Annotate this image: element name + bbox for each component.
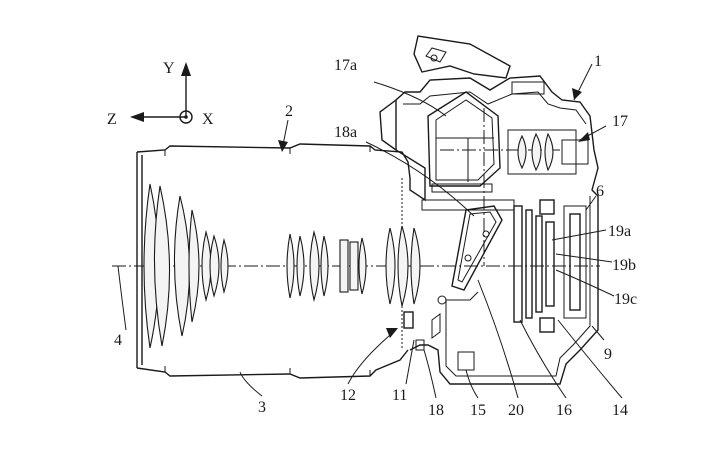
rear-lens-group	[386, 226, 420, 306]
battery-component	[458, 352, 474, 370]
label-4: 4	[114, 332, 122, 349]
lens-element	[174, 196, 189, 336]
eyepiece-lens	[545, 134, 553, 170]
label-3: 3	[258, 399, 266, 416]
lens-element	[154, 186, 169, 346]
x-axis-label: X	[202, 111, 214, 128]
lens-element	[297, 236, 304, 296]
shutter-unit	[514, 206, 522, 322]
lens-contact-block	[404, 312, 413, 328]
arrowhead-2	[278, 140, 288, 152]
main-circuit-board	[570, 214, 580, 310]
lens-element	[321, 236, 328, 296]
label-19b: 19b	[612, 257, 636, 274]
sensor-cover-glass	[526, 210, 532, 318]
lens-element	[386, 228, 395, 304]
leader-3	[240, 372, 262, 396]
y-arrowhead	[181, 62, 191, 76]
lens-element	[221, 240, 228, 292]
pentaprism	[428, 92, 500, 186]
leader-19c	[556, 270, 614, 296]
lens-element	[411, 228, 420, 304]
eyepiece-lens	[518, 136, 526, 168]
label-18: 18	[428, 402, 444, 419]
leader-11	[406, 340, 414, 384]
leader-14	[558, 320, 622, 398]
body-inner-outline	[446, 196, 590, 376]
label-17a: 17a	[334, 57, 357, 74]
barrel-bottom-outline	[137, 350, 408, 378]
label-1: 1	[594, 53, 602, 70]
sensor-filter	[536, 216, 542, 312]
leader-18	[424, 350, 436, 398]
top-dial	[512, 82, 544, 94]
lens-element	[350, 242, 358, 290]
lens-element	[189, 210, 199, 322]
barrel-top-outline	[137, 144, 410, 178]
body-internals	[416, 200, 586, 370]
image-sensor	[546, 222, 554, 306]
pentaprism-inner	[436, 100, 494, 180]
lens-element	[359, 238, 366, 294]
label-11: 11	[392, 387, 407, 404]
label-15: 15	[470, 402, 486, 419]
x-axis-dot	[184, 115, 188, 119]
lens-element	[210, 236, 219, 296]
sensor-bracket-top	[540, 200, 554, 214]
label-2: 2	[285, 103, 293, 120]
label-18a: 18a	[334, 124, 357, 141]
leader-20	[478, 280, 518, 398]
leader-4	[118, 266, 126, 330]
mirror-pivot	[483, 231, 489, 237]
lens-element	[398, 226, 408, 306]
arrowhead-1	[572, 88, 582, 100]
label-6: 6	[596, 183, 604, 200]
middle-lens-group	[287, 232, 366, 300]
label-9: 9	[604, 346, 612, 363]
lens-element	[310, 232, 319, 300]
mirror-pivot	[465, 255, 471, 261]
y-axis-label: Y	[163, 60, 175, 77]
leader-6	[586, 196, 596, 210]
rear-board-frame	[564, 206, 586, 318]
label-12: 12	[340, 387, 356, 404]
mount-detail	[432, 314, 440, 338]
front-lens-group	[144, 184, 199, 348]
label-14: 14	[612, 402, 628, 419]
front-grip	[380, 100, 396, 150]
z-arrowhead	[130, 112, 144, 122]
sub-mirror	[446, 292, 478, 300]
sub-mirror-pivot	[438, 296, 446, 304]
lens-element	[287, 234, 294, 298]
eyepiece-cup	[562, 140, 588, 164]
mirror-box-top	[422, 200, 514, 210]
z-axis-label: Z	[107, 111, 117, 128]
label-19a: 19a	[608, 223, 631, 240]
leader-18a	[366, 142, 474, 216]
label-19c: 19c	[614, 291, 637, 308]
axis-indicator: Y Z X	[107, 60, 214, 128]
sensor-bracket-bottom	[540, 318, 554, 332]
label-17: 17	[612, 113, 628, 130]
second-lens-group	[202, 232, 228, 300]
label-20: 20	[508, 402, 524, 419]
lens-element	[340, 240, 348, 292]
eyepiece-lens	[532, 134, 541, 170]
label-16: 16	[556, 402, 572, 419]
